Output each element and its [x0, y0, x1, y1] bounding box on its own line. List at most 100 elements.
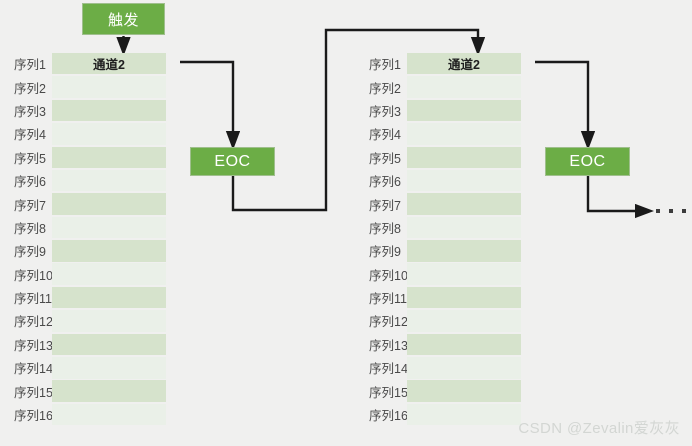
table-row[interactable]: 序列6	[355, 169, 521, 192]
sequence-label: 序列16	[14, 409, 53, 424]
channel-cell[interactable]	[52, 380, 166, 402]
channel-cell[interactable]	[52, 357, 166, 379]
table-row[interactable]: 序列3	[355, 99, 521, 122]
table-row[interactable]: 序列1 通道2	[355, 52, 521, 75]
wire-channel2-to-eoc2	[535, 60, 596, 151]
sequence-label: 序列7	[369, 198, 401, 213]
channel-cell[interactable]	[407, 216, 521, 239]
sequence-label: 序列6	[14, 175, 46, 190]
sequence-label: 序列14	[369, 362, 408, 377]
sequence-label: 序列15	[14, 385, 53, 400]
sequence-label: 序列13	[14, 338, 53, 353]
channel-cell[interactable]	[407, 169, 521, 192]
channel-cell[interactable]	[407, 123, 521, 145]
table-row[interactable]: 序列4	[355, 122, 521, 145]
table-row[interactable]: 序列3	[0, 99, 166, 122]
eoc-label: EOC	[214, 152, 251, 170]
sequence-label: 序列1	[14, 58, 46, 73]
sequence-label: 序列4	[14, 128, 46, 143]
dot-2	[669, 209, 673, 213]
channel-cell[interactable]	[52, 123, 166, 145]
channel-cell[interactable]	[52, 216, 166, 239]
table-row[interactable]: 序列12	[355, 309, 521, 332]
table-row[interactable]: 序列16	[355, 403, 521, 426]
channel-cell[interactable]	[407, 286, 521, 309]
sequence-label: 序列6	[369, 175, 401, 190]
sequence-label: 序列3	[14, 104, 46, 119]
table-row[interactable]: 序列14	[0, 356, 166, 379]
table-row[interactable]: 序列2	[0, 75, 166, 98]
table-row[interactable]: 序列4	[0, 122, 166, 145]
sequence-label: 序列15	[369, 385, 408, 400]
table-row[interactable]: 序列13	[355, 333, 521, 356]
channel-cell[interactable]	[52, 263, 166, 285]
channel-cell[interactable]	[407, 380, 521, 402]
channel-cell[interactable]	[407, 240, 521, 262]
table-row[interactable]: 序列15	[355, 379, 521, 402]
channel-cell[interactable]	[407, 310, 521, 332]
trigger-box[interactable]: 触发	[82, 3, 165, 35]
table-row[interactable]: 序列8	[0, 216, 166, 239]
table-row[interactable]: 序列5	[0, 146, 166, 169]
table-row[interactable]: 序列5	[355, 146, 521, 169]
sequence-label: 序列9	[369, 245, 401, 260]
table-row[interactable]: 序列9	[355, 239, 521, 262]
table-row[interactable]: 序列15	[0, 379, 166, 402]
channel-cell[interactable]	[407, 76, 521, 98]
sequence-label: 序列14	[14, 362, 53, 377]
table-row[interactable]: 序列12	[0, 309, 166, 332]
channel-cell[interactable]	[407, 146, 521, 168]
channel-cell[interactable]	[52, 286, 166, 309]
channel-cell[interactable]	[52, 99, 166, 122]
table-row[interactable]: 序列14	[355, 356, 521, 379]
table-row[interactable]: 序列11	[0, 286, 166, 309]
eoc-label: EOC	[569, 152, 606, 170]
channel-cell[interactable]	[52, 169, 166, 192]
channel-cell[interactable]	[407, 193, 521, 215]
sequence-label: 序列8	[14, 221, 46, 236]
wire-eoc2-to-continuation	[586, 176, 655, 219]
channel-cell[interactable]	[52, 146, 166, 168]
eoc-box-2[interactable]: EOC	[545, 147, 630, 176]
channel-cell[interactable]	[407, 357, 521, 379]
eoc-box-1[interactable]: EOC	[190, 147, 275, 176]
table-row[interactable]: 序列13	[0, 333, 166, 356]
table-row[interactable]: 序列16	[0, 403, 166, 426]
table-row[interactable]: 序列9	[0, 239, 166, 262]
table-row[interactable]: 序列2	[355, 75, 521, 98]
channel-cell[interactable]	[52, 76, 166, 98]
channel-cell[interactable]	[407, 99, 521, 122]
channel-cell[interactable]: 通道2	[407, 52, 521, 75]
channel-cell[interactable]	[52, 240, 166, 262]
sequence-label: 序列8	[369, 221, 401, 236]
sequence-label: 序列11	[369, 292, 407, 307]
table-row[interactable]: 序列10	[355, 263, 521, 286]
channel-cell[interactable]	[407, 263, 521, 285]
table-row[interactable]: 序列6	[0, 169, 166, 192]
watermark: CSDN @Zevalin爱灰灰	[518, 420, 680, 437]
channel-cell[interactable]	[52, 193, 166, 215]
sequence-label: 序列2	[14, 81, 46, 96]
sequence-label: 序列10	[14, 268, 53, 283]
conversion-group-1: 序列1 通道2 序列2 序列3 序列4 序列5 序列6 序列7 序列8	[0, 52, 166, 426]
channel-cell[interactable]: 通道2	[52, 52, 166, 75]
table-row[interactable]: 序列7	[355, 192, 521, 215]
channel-cell[interactable]	[407, 333, 521, 356]
channel-cell[interactable]	[52, 333, 166, 356]
table-row[interactable]: 序列10	[0, 263, 166, 286]
table-row[interactable]: 序列11	[355, 286, 521, 309]
channel-cell[interactable]	[52, 403, 166, 426]
channel-cell[interactable]	[407, 403, 521, 426]
sequence-label: 序列11	[14, 292, 52, 307]
wire-channel1-to-eoc1	[180, 60, 241, 151]
conversion-group-2: 序列1 通道2 序列2 序列3 序列4 序列5 序列6 序列7 序列8	[355, 52, 521, 426]
sequence-label: 序列4	[369, 128, 401, 143]
table-row[interactable]: 序列8	[355, 216, 521, 239]
table-row[interactable]: 序列1 通道2	[0, 52, 166, 75]
continuation-ellipsis-icon	[656, 209, 686, 213]
sequence-label: 序列13	[369, 338, 408, 353]
channel-cell[interactable]	[52, 310, 166, 332]
sequence-label: 序列7	[14, 198, 46, 213]
table-row[interactable]: 序列7	[0, 192, 166, 215]
